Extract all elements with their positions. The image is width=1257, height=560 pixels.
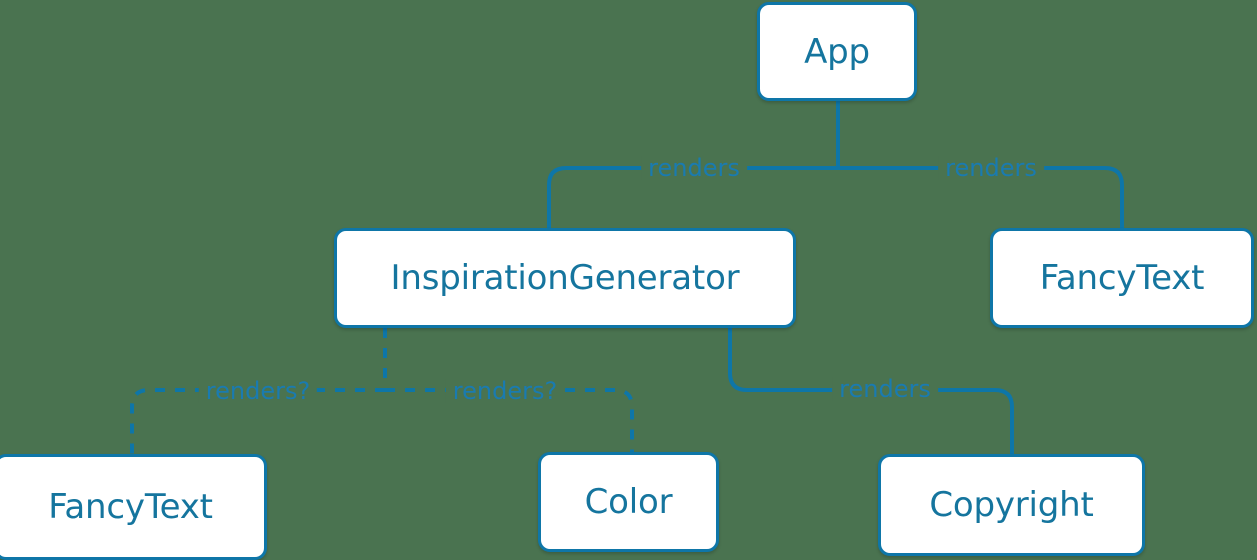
node-inspiration-generator-label: InspirationGenerator (390, 258, 740, 298)
node-copyright[interactable]: Copyright (878, 454, 1145, 556)
node-fancytext-bottom[interactable]: FancyText (0, 454, 267, 560)
node-app-label: App (804, 31, 870, 72)
node-inspiration-generator[interactable]: InspirationGenerator (334, 228, 796, 328)
edge-app-to-fancytext-top (838, 166, 1124, 228)
node-copyright-label: Copyright (929, 485, 1094, 525)
node-color[interactable]: Color (538, 452, 719, 552)
edge-label-inspiration-generator-to-copyright: renders (832, 377, 938, 401)
edge-inspiration-generator-to-color (385, 388, 634, 452)
edge-app-to-inspiration-generator (547, 166, 838, 228)
node-fancytext-top-label: FancyText (1039, 258, 1205, 298)
edge-label-app-to-fancytext-top: renders (938, 156, 1044, 180)
edge-label-inspiration-generator-to-color: renders? (445, 379, 565, 403)
node-app[interactable]: App (757, 2, 917, 101)
node-fancytext-top[interactable]: FancyText (990, 228, 1254, 328)
edge-label-inspiration-generator-to-fancytext-bottom: renders? (198, 379, 318, 403)
node-fancytext-bottom-label: FancyText (48, 487, 213, 527)
edge-inspiration-generator-to-fancytext-bottom (130, 388, 385, 454)
node-color-label: Color (584, 482, 673, 522)
edge-label-app-to-inspiration-generator: renders (641, 156, 747, 180)
